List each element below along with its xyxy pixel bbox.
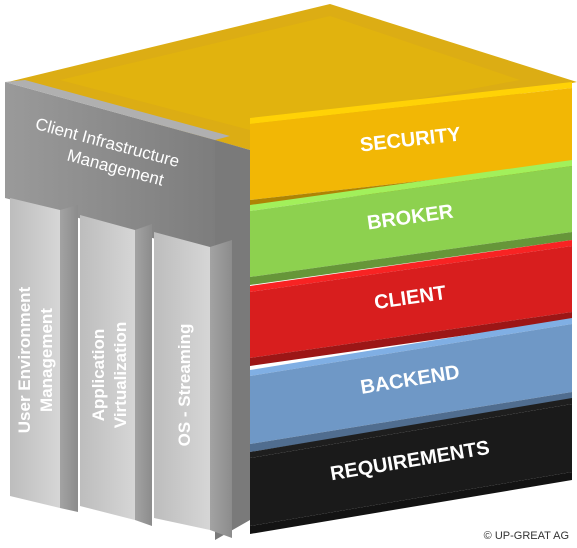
cube-top-face-highlight: [60, 16, 520, 130]
layer-broker: BROKER: [250, 160, 572, 285]
layer-top-edge: [250, 240, 572, 292]
layer-client: CLIENT: [250, 240, 572, 366]
layer-front-face: [250, 166, 572, 277]
layer-front-face: [250, 246, 572, 358]
layer-bottom-edge: [250, 392, 572, 452]
layer-backend: BACKEND: [250, 318, 572, 452]
layer-bottom-edge: [250, 232, 572, 285]
layer-bottom-edge: [250, 472, 572, 534]
layer-top-edge: [250, 318, 572, 376]
layer-top-edge: [250, 398, 572, 458]
layer-top-edge: [250, 160, 572, 211]
layer-front-face: [250, 404, 572, 526]
column-label-user-environment: User Environment: [15, 286, 34, 433]
column-user-environment: [10, 198, 78, 512]
cim-block-edge: [5, 80, 230, 140]
column-label-application: Application: [89, 329, 108, 422]
layer-front-face: [250, 324, 572, 444]
column-os-streaming: [154, 232, 232, 538]
column-label-virtualization: Virtualization: [111, 322, 130, 428]
layer-top-edge: [250, 82, 572, 124]
copyright-notice: © UP-GREAT AG: [483, 530, 569, 542]
layer-bottom-edge: [250, 312, 572, 366]
column-application-virtualization: [80, 215, 152, 526]
column-label-os-streaming: OS - Streaming: [175, 324, 194, 447]
column-label-management: Management: [37, 308, 56, 412]
layer-requirements: REQUIREMENTS: [250, 398, 572, 534]
